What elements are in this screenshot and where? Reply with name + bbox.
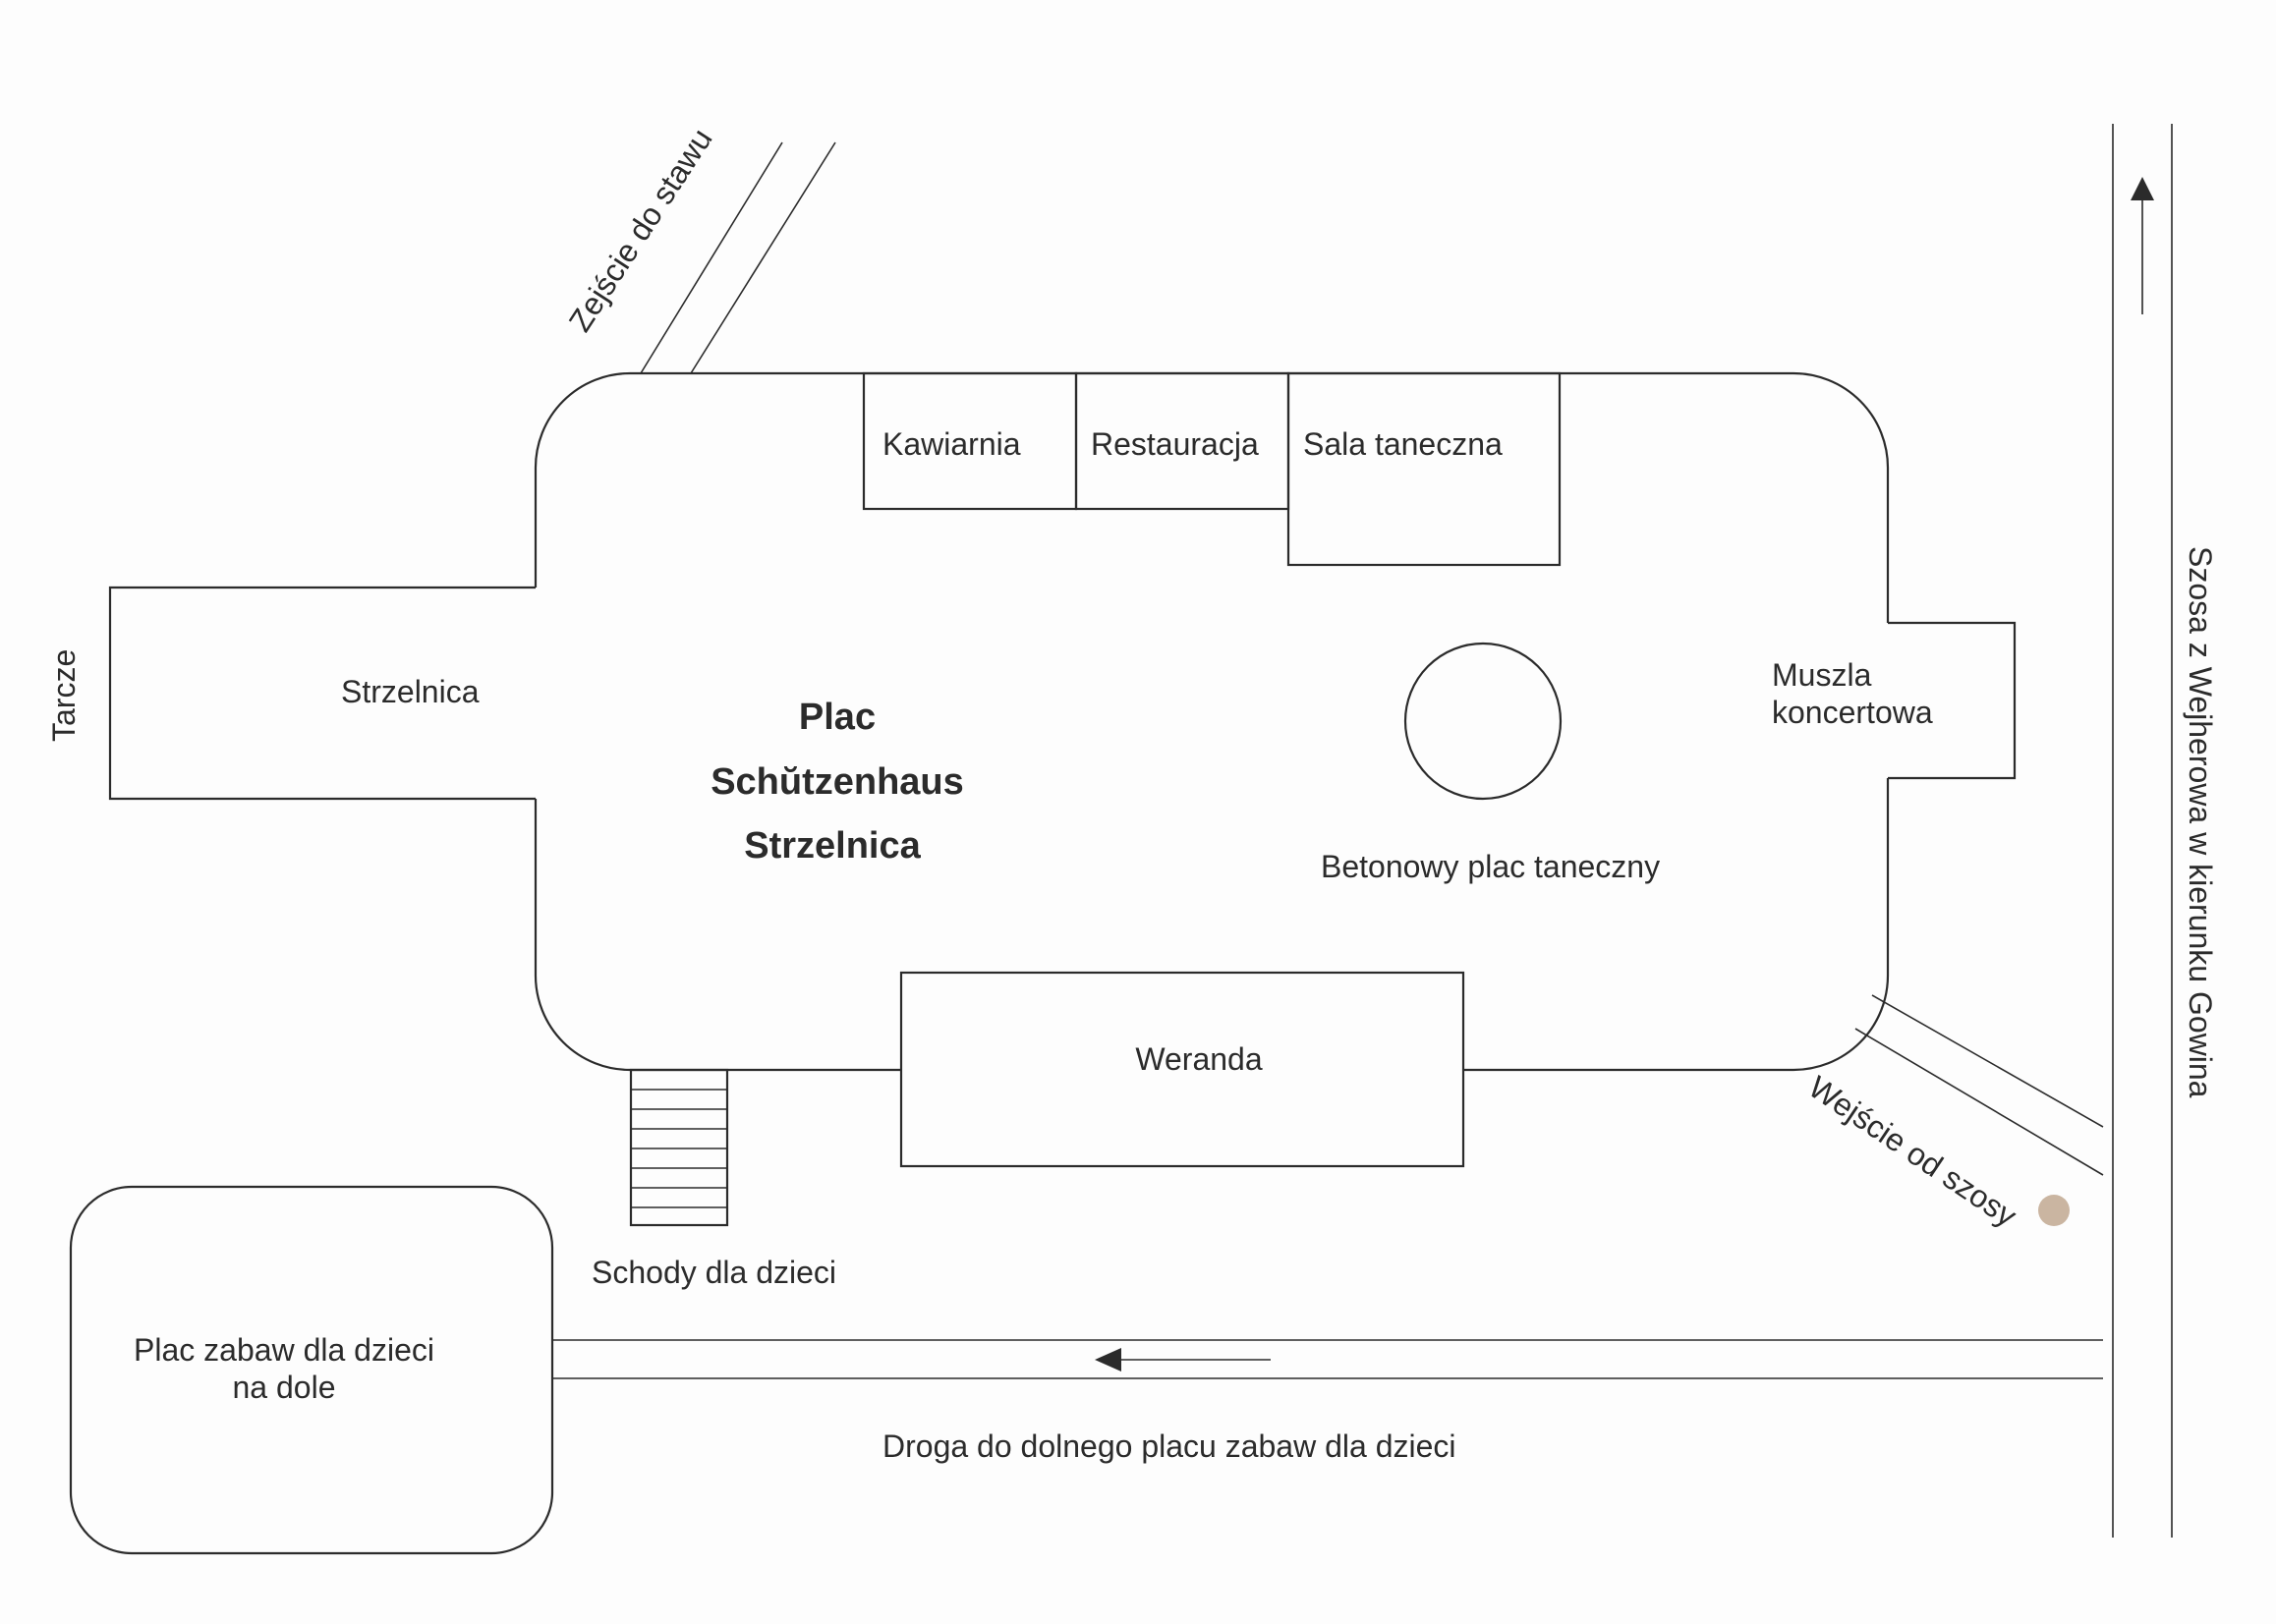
muszla-koncertowa-box xyxy=(1888,621,2017,780)
plac-zabaw-label-line-2: na dole xyxy=(233,1370,336,1405)
droga-road xyxy=(552,1339,2103,1379)
zejscie-label: Zejście do stawu xyxy=(562,122,719,337)
zejscie-path xyxy=(640,141,836,374)
sala-taneczna-label: Sala taneczna xyxy=(1303,426,1503,462)
droga-label: Droga do dolnego placu zabaw dla dzieci xyxy=(882,1428,1456,1464)
betonowy-plac-label: Betonowy plac taneczny xyxy=(1321,849,1660,884)
weranda-label: Weranda xyxy=(1135,1041,1262,1077)
weranda-box xyxy=(899,971,1465,1168)
plac-zabaw-label-line-1: Plac zabaw dla dzieci xyxy=(134,1332,434,1368)
plaza-title-line-2: Schŭtzenhaus xyxy=(711,761,964,803)
szosa-arrow-icon xyxy=(2131,177,2154,314)
schody-stairs xyxy=(629,1068,729,1227)
strzelnica-arm xyxy=(108,586,536,801)
plaza-outline xyxy=(534,371,1890,1072)
muszla-label-line-2: koncertowa xyxy=(1772,695,1933,730)
tarcze-label: Tarcze xyxy=(46,649,82,742)
kawiarnia-label: Kawiarnia xyxy=(882,426,1021,462)
plac-zabaw-box xyxy=(69,1185,554,1555)
szosa-road xyxy=(2112,124,2173,1538)
sala-taneczna-box xyxy=(1286,371,1562,567)
schody-label: Schody dla dzieci xyxy=(592,1255,836,1290)
wejscie-path xyxy=(1854,994,2104,1176)
restauracja-label: Restauracja xyxy=(1091,426,1259,462)
szosa-label: Szosa z Wejherowa w kierunku Gowina xyxy=(2183,546,2218,1098)
muszla-label-line-1: Muszla xyxy=(1772,657,1872,693)
stain-mark xyxy=(2038,1195,2070,1226)
strzelnica-label: Strzelnica xyxy=(341,674,480,709)
betonowy-plac-circle xyxy=(1403,642,1563,801)
plaza-title-line-1: Plac xyxy=(799,697,876,738)
droga-arrow-icon xyxy=(1095,1348,1271,1372)
wejscie-label: Wejście od szosy xyxy=(1802,1069,2023,1234)
plaza-title-line-3: Strzelnica xyxy=(744,825,921,867)
